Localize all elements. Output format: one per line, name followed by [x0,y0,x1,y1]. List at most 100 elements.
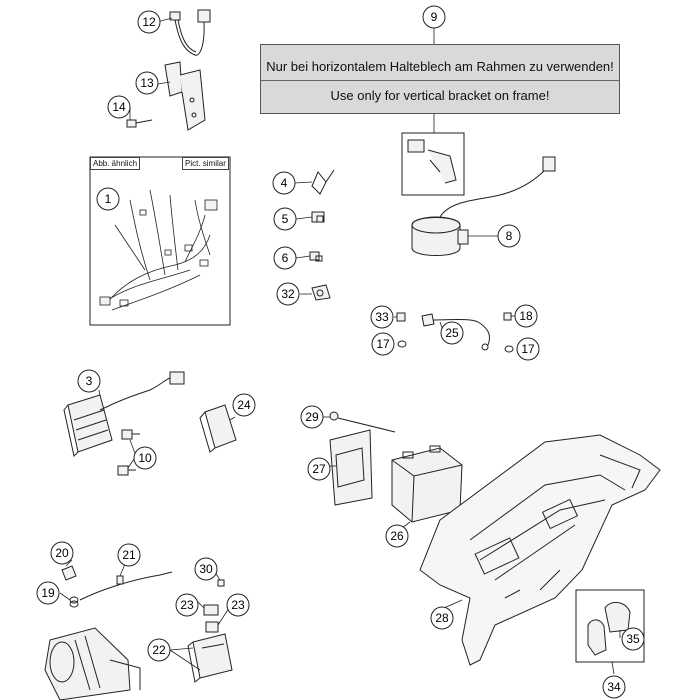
part-9-bracket [407,139,457,184]
callout-18: 18 [514,304,538,328]
svg-text:12: 12 [142,15,156,29]
callout-28: 28 [430,606,454,630]
svg-text:32: 32 [281,287,295,301]
part-9-frame [401,132,465,196]
svg-text:13: 13 [140,76,154,90]
part-21-cable [79,571,173,601]
callout-21: 21 [117,543,141,567]
note-german: Nur bei horizontalem Halteblech am Rahme… [266,59,614,74]
callout-24: 24 [232,393,256,417]
callout-9: 9 [422,5,446,29]
svg-text:1: 1 [105,192,112,206]
note-english: Use only for vertical bracket on frame! [330,88,550,103]
part-35-boot [587,602,631,656]
svg-text:9: 9 [431,10,438,24]
svg-text:23: 23 [231,598,245,612]
callout-29: 29 [300,405,324,429]
callout-20: 20 [50,541,74,565]
part-34-frame [575,589,645,663]
part-14-screw [126,119,153,128]
part-5-clip [311,211,325,223]
part-22-relay [187,633,233,683]
starter-motor [44,627,141,700]
svg-text:5: 5 [282,212,289,226]
svg-text:6: 6 [282,251,289,265]
svg-text:17: 17 [521,342,535,356]
callout-35: 35 [621,627,645,651]
harness-frame [89,156,231,326]
part-26-battery [391,445,463,523]
part-1-harness [99,189,218,311]
part-20-cap [61,565,77,581]
svg-text:28: 28 [435,611,449,625]
callout-33: 33 [370,305,394,329]
svg-text:22: 22 [152,643,166,657]
callout-17-right: 17 [516,337,540,361]
svg-text:25: 25 [445,326,459,340]
part-10-screws [117,429,140,476]
callout-5: 5 [273,207,297,231]
part-27-battery-holder [329,429,373,506]
part-17-washer-left [397,340,407,348]
svg-text:8: 8 [506,229,513,243]
svg-text:27: 27 [312,462,326,476]
callout-8: 8 [497,224,521,248]
svg-text:18: 18 [519,309,533,323]
callout-23-right: 23 [226,593,250,617]
part-23-fuse-right [205,621,219,633]
svg-text:33: 33 [375,310,389,324]
callout-26: 26 [385,524,409,548]
part-32-connector [311,284,331,301]
part-18-nut [503,312,512,321]
part-28-battery-tray [419,434,661,666]
svg-text:30: 30 [199,562,213,576]
note-box: Nur bei horizontalem Halteblech am Rahme… [260,44,620,114]
callout-22: 22 [147,638,171,662]
svg-text:3: 3 [86,374,93,388]
part-25-ground-cable [421,313,491,351]
part-6-clip [309,251,323,262]
callout-32: 32 [276,282,300,306]
svg-text:35: 35 [626,632,640,646]
callout-10: 10 [133,446,157,470]
svg-text:29: 29 [305,410,319,424]
callout-27: 27 [307,457,331,481]
callout-30: 30 [194,557,218,581]
callout-6: 6 [273,246,297,270]
part-23-fuse-left [203,604,219,616]
svg-text:4: 4 [281,176,288,190]
callout-13: 13 [135,71,159,95]
illustration-similar-en: Pict. similar [182,157,229,170]
callout-25: 25 [440,321,464,345]
note-divider [261,80,619,81]
callout-3: 3 [77,369,101,393]
part-4-cable-tie [311,169,335,195]
callout-34: 34 [602,675,626,699]
part-17-washer-right [504,345,514,353]
callout-4: 4 [272,171,296,195]
part-29-nut [329,411,396,433]
callout-14: 14 [107,95,131,119]
part-24-cover [199,404,237,453]
part-33-screw [396,312,406,322]
svg-text:17: 17 [376,337,390,351]
part-13-bracket [164,61,206,131]
svg-text:14: 14 [112,100,126,114]
svg-text:34: 34 [607,680,621,694]
svg-text:19: 19 [41,586,55,600]
svg-text:21: 21 [122,548,136,562]
callouts: 1 3 4 5 6 8 9 10 12 13 14 17 17 18 19 20… [36,5,645,699]
part-19-screw [69,596,79,608]
svg-text:10: 10 [138,451,152,465]
svg-text:20: 20 [55,546,69,560]
part-8-capacitor [411,156,556,256]
svg-text:24: 24 [237,398,251,412]
part-12-connector [169,9,211,56]
part-30-screw [217,579,225,587]
callout-1: 1 [96,187,120,211]
illustration-similar-de: Abb. ähnlich [90,157,141,170]
callout-12: 12 [137,10,161,34]
callout-17-left: 17 [371,332,395,356]
callout-19: 19 [36,581,60,605]
